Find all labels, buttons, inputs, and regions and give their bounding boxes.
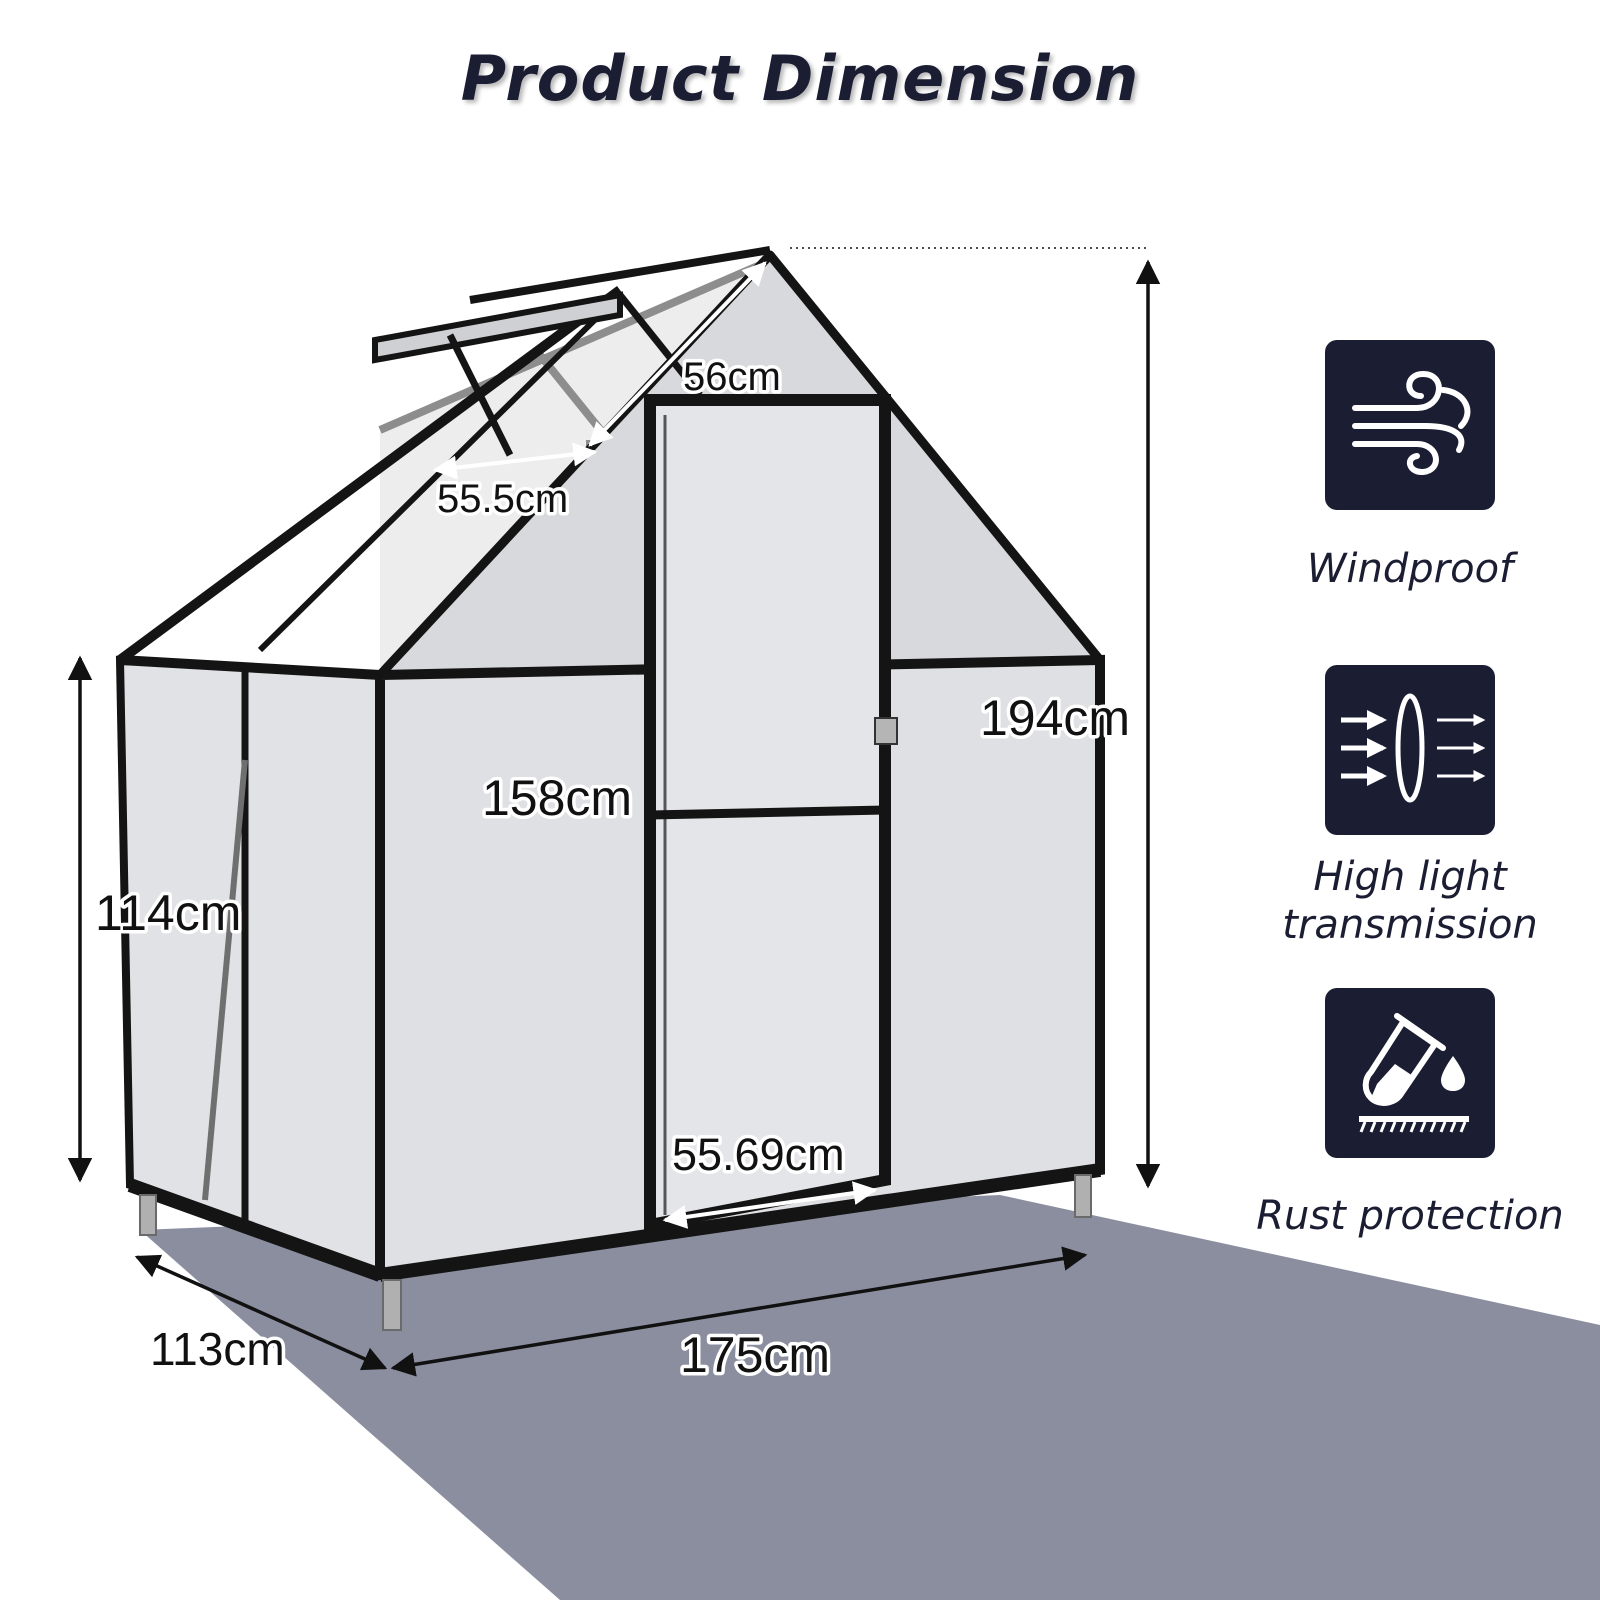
light-transmission-label: High light transmission	[1250, 853, 1570, 949]
windproof-label: Windproof	[1306, 546, 1514, 592]
wind-icon	[1352, 370, 1471, 475]
wall-height-label: 114cm	[95, 885, 241, 941]
rust-protection-tile	[1325, 988, 1495, 1158]
width-label: 175cm	[680, 1327, 830, 1383]
door-height-label: 158cm	[482, 770, 632, 826]
depth-label: 113cm	[150, 1323, 285, 1375]
roof-vent-width-label: 55.5cm	[437, 477, 568, 521]
dimension-lines	[67, 247, 1161, 1377]
roof-vent-length-label: 56cm	[683, 355, 781, 399]
light-transmission-tile	[1325, 665, 1495, 835]
total-height-label: 194cm	[980, 690, 1130, 746]
light-transmission-label-line-1: High light	[1313, 854, 1507, 900]
rust-protection-label: Rust protection	[1256, 1193, 1564, 1239]
greenhouse-door	[644, 394, 898, 1233]
light-transmission-icon	[1341, 693, 1486, 803]
door-width-label: 55.69cm	[672, 1129, 845, 1180]
page-title: Product Dimension	[460, 42, 1140, 115]
windproof-tile	[1325, 340, 1495, 510]
light-transmission-label-line-2: transmission	[1282, 902, 1538, 948]
greenhouse-left-wall	[115, 655, 384, 1281]
rust-protection-icon	[1359, 1013, 1469, 1133]
